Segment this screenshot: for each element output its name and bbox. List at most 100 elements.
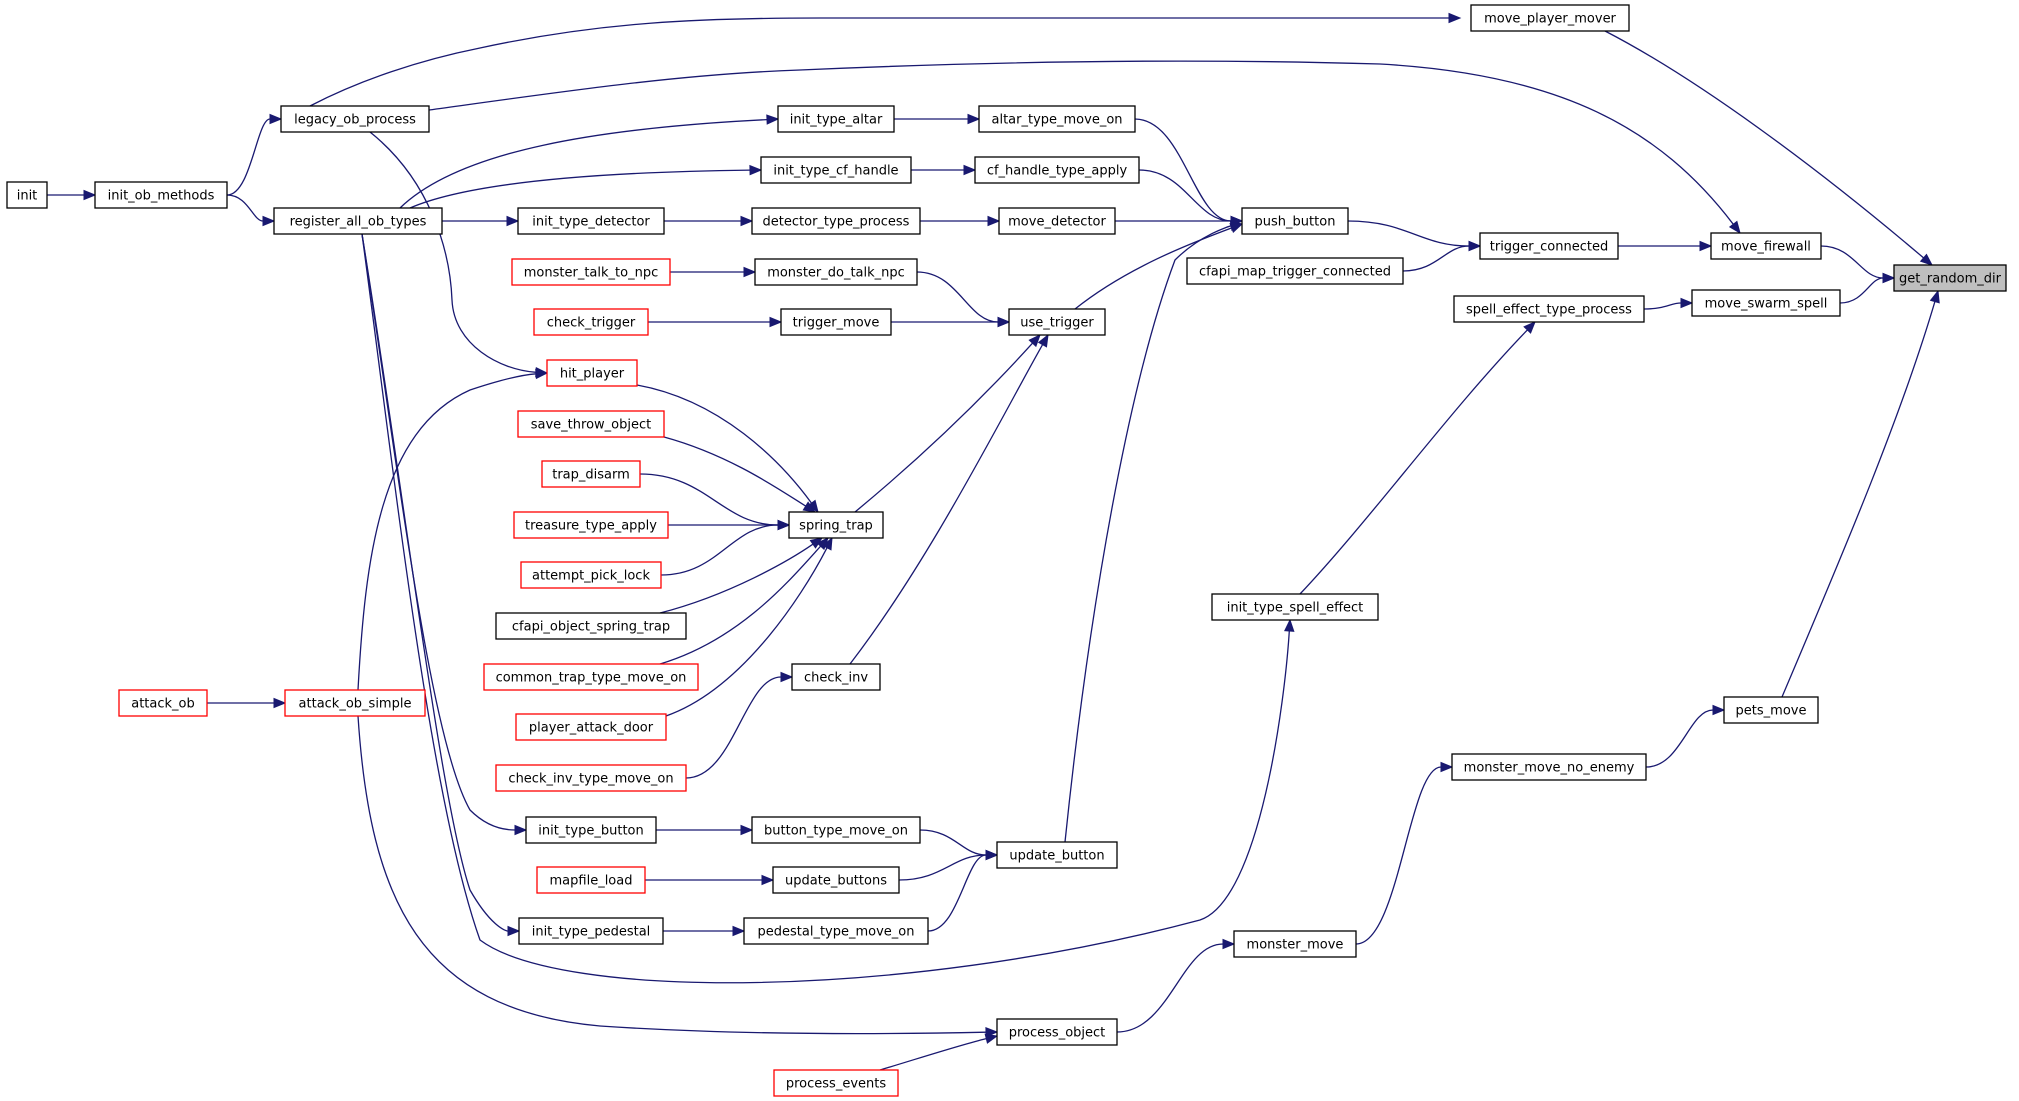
node-box[interactable] <box>998 207 1116 235</box>
node-box[interactable] <box>515 713 667 741</box>
node-box[interactable] <box>974 156 1140 184</box>
node-detector_type_process[interactable]: detector_type_process <box>751 207 921 235</box>
node-box[interactable] <box>118 689 208 717</box>
node-init_type_cf_handle[interactable]: init_type_cf_handle <box>760 156 912 184</box>
node-box[interactable] <box>1241 207 1349 235</box>
node-trigger_connected[interactable]: trigger_connected <box>1479 232 1619 260</box>
node-box[interactable] <box>1691 289 1841 317</box>
node-legacy_ob_process[interactable]: legacy_ob_process <box>280 105 430 133</box>
node-move_detector[interactable]: move_detector <box>998 207 1116 235</box>
node-attempt_pick_lock[interactable]: attempt_pick_lock <box>520 561 662 589</box>
node-box[interactable] <box>754 258 918 286</box>
node-box[interactable] <box>511 258 671 286</box>
node-check_inv_type_move_on[interactable]: check_inv_type_move_on <box>495 764 687 792</box>
node-push_button[interactable]: push_button <box>1241 207 1349 235</box>
node-save_throw_object[interactable]: save_throw_object <box>517 410 665 438</box>
node-box[interactable] <box>1893 264 2007 292</box>
node-box[interactable] <box>1453 295 1645 323</box>
node-mapfile_load[interactable]: mapfile_load <box>536 866 646 894</box>
node-box[interactable] <box>1008 308 1106 336</box>
node-spring_trap[interactable]: spring_trap <box>788 511 884 539</box>
node-attack_ob[interactable]: attack_ob <box>118 689 208 717</box>
node-move_swarm_spell[interactable]: move_swarm_spell <box>1691 289 1841 317</box>
node-box[interactable] <box>517 410 665 438</box>
node-player_attack_door[interactable]: player_attack_door <box>515 713 667 741</box>
node-box[interactable] <box>1186 257 1404 285</box>
node-box[interactable] <box>483 663 699 691</box>
node-register_all_ob_types[interactable]: register_all_ob_types <box>273 207 443 235</box>
node-box[interactable] <box>772 866 900 894</box>
node-button_type_move_on[interactable]: button_type_move_on <box>751 816 921 844</box>
node-init_type_spell_effect[interactable]: init_type_spell_effect <box>1211 593 1379 621</box>
node-box[interactable] <box>280 105 430 133</box>
node-process_object[interactable]: process_object <box>996 1018 1118 1046</box>
node-box[interactable] <box>996 841 1118 869</box>
node-move_player_mover[interactable]: move_player_mover <box>1470 4 1630 32</box>
node-box[interactable] <box>751 207 921 235</box>
node-monster_move[interactable]: monster_move <box>1233 930 1357 958</box>
node-update_button[interactable]: update_button <box>996 841 1118 869</box>
node-use_trigger[interactable]: use_trigger <box>1008 308 1106 336</box>
node-box[interactable] <box>1211 593 1379 621</box>
node-pets_move[interactable]: pets_move <box>1723 696 1819 724</box>
node-box[interactable] <box>518 917 664 945</box>
node-box[interactable] <box>777 105 895 133</box>
node-altar_type_move_on[interactable]: altar_type_move_on <box>978 105 1136 133</box>
node-monster_talk_to_npc[interactable]: monster_talk_to_npc <box>511 258 671 286</box>
node-box[interactable] <box>760 156 912 184</box>
node-trigger_move[interactable]: trigger_move <box>780 308 892 336</box>
node-box[interactable] <box>513 511 669 539</box>
node-box[interactable] <box>495 764 687 792</box>
node-init[interactable]: init <box>6 181 48 209</box>
node-box[interactable] <box>791 663 881 691</box>
node-box[interactable] <box>546 359 638 387</box>
node-box[interactable] <box>517 207 665 235</box>
node-box[interactable] <box>1479 232 1619 260</box>
node-check_trigger[interactable]: check_trigger <box>533 308 649 336</box>
node-common_trap_type_move_on[interactable]: common_trap_type_move_on <box>483 663 699 691</box>
node-treasure_type_apply[interactable]: treasure_type_apply <box>513 511 669 539</box>
node-check_inv[interactable]: check_inv <box>791 663 881 691</box>
node-box[interactable] <box>788 511 884 539</box>
node-cfapi_object_spring_trap[interactable]: cfapi_object_spring_trap <box>495 612 687 640</box>
node-get_random_dir[interactable]: get_random_dir <box>1893 264 2007 292</box>
node-box[interactable] <box>1233 930 1357 958</box>
node-box[interactable] <box>780 308 892 336</box>
node-box[interactable] <box>773 1069 899 1097</box>
node-cf_handle_type_apply[interactable]: cf_handle_type_apply <box>974 156 1140 184</box>
node-box[interactable] <box>978 105 1136 133</box>
node-box[interactable] <box>520 561 662 589</box>
node-box[interactable] <box>533 308 649 336</box>
node-init_type_pedestal[interactable]: init_type_pedestal <box>518 917 664 945</box>
node-monster_do_talk_npc[interactable]: monster_do_talk_npc <box>754 258 918 286</box>
node-box[interactable] <box>6 181 48 209</box>
node-monster_move_no_enemy[interactable]: monster_move_no_enemy <box>1451 753 1647 781</box>
node-box[interactable] <box>1451 753 1647 781</box>
node-box[interactable] <box>94 181 228 209</box>
node-box[interactable] <box>284 689 426 717</box>
node-attack_ob_simple[interactable]: attack_ob_simple <box>284 689 426 717</box>
node-box[interactable] <box>541 460 641 488</box>
node-move_firewall[interactable]: move_firewall <box>1710 232 1822 260</box>
node-box[interactable] <box>1470 4 1630 32</box>
node-trap_disarm[interactable]: trap_disarm <box>541 460 641 488</box>
node-box[interactable] <box>273 207 443 235</box>
node-box[interactable] <box>536 866 646 894</box>
node-init_type_detector[interactable]: init_type_detector <box>517 207 665 235</box>
node-process_events[interactable]: process_events <box>773 1069 899 1097</box>
node-box[interactable] <box>495 612 687 640</box>
node-hit_player[interactable]: hit_player <box>546 359 638 387</box>
node-pedestal_type_move_on[interactable]: pedestal_type_move_on <box>743 917 929 945</box>
node-init_ob_methods[interactable]: init_ob_methods <box>94 181 228 209</box>
node-init_type_altar[interactable]: init_type_altar <box>777 105 895 133</box>
node-cfapi_map_trigger_connected[interactable]: cfapi_map_trigger_connected <box>1186 257 1404 285</box>
node-init_type_button[interactable]: init_type_button <box>525 816 657 844</box>
node-box[interactable] <box>1723 696 1819 724</box>
node-spell_effect_type_process[interactable]: spell_effect_type_process <box>1453 295 1645 323</box>
node-update_buttons[interactable]: update_buttons <box>772 866 900 894</box>
node-box[interactable] <box>751 816 921 844</box>
node-box[interactable] <box>743 917 929 945</box>
node-box[interactable] <box>1710 232 1822 260</box>
node-box[interactable] <box>996 1018 1118 1046</box>
node-box[interactable] <box>525 816 657 844</box>
